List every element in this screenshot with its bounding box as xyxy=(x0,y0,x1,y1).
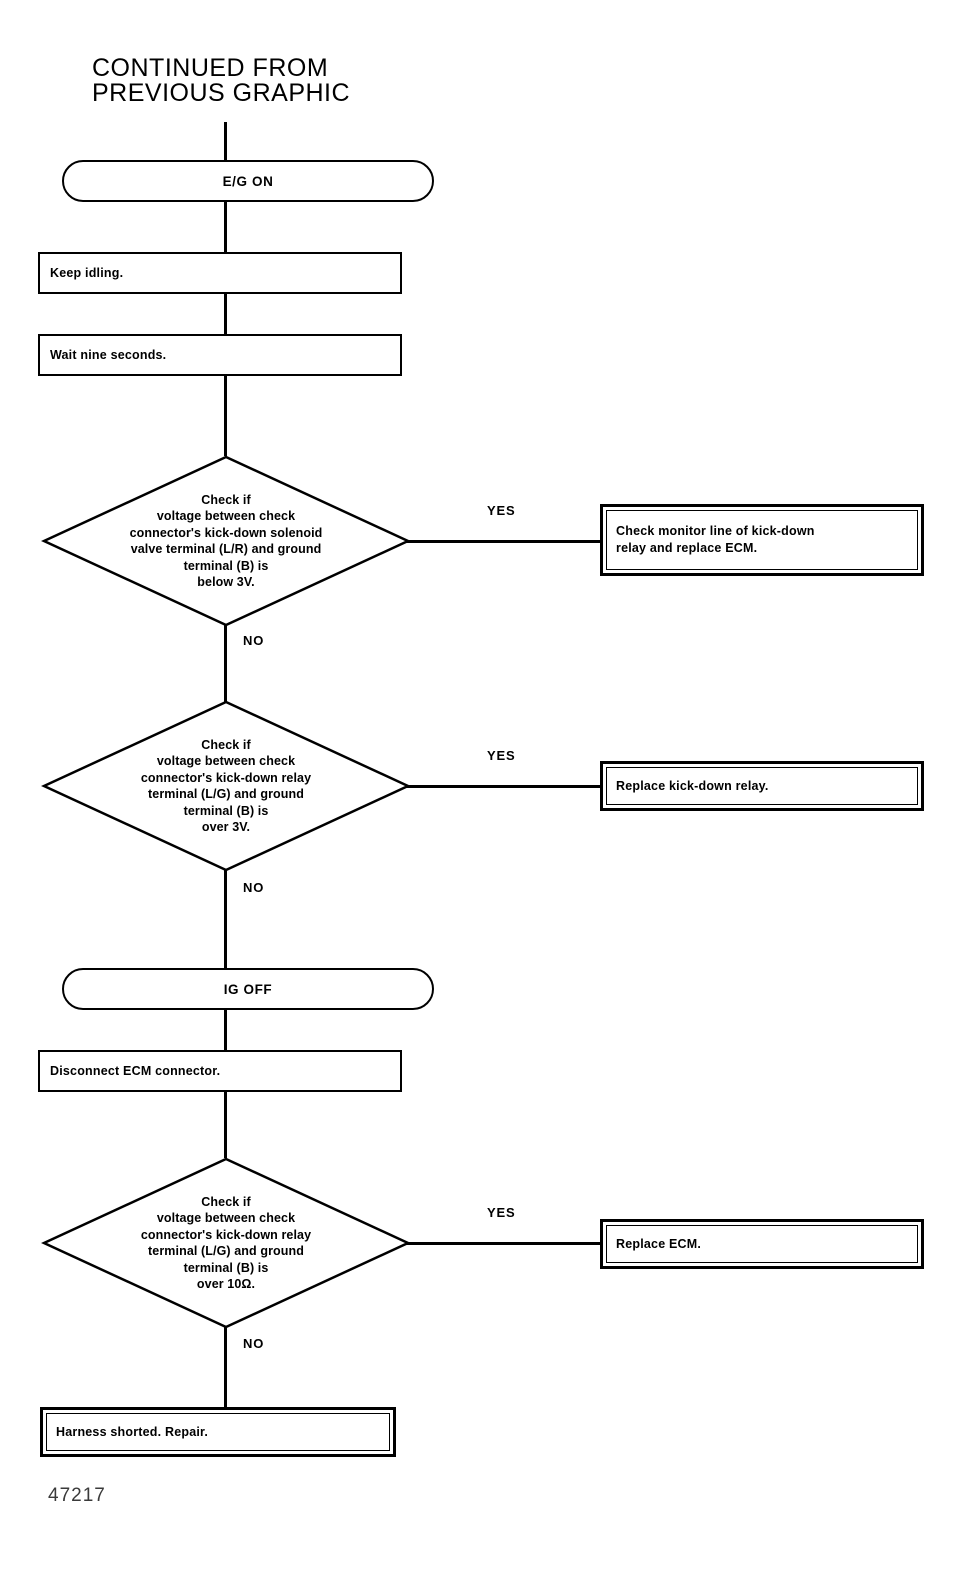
connector-ig-off-to-disconnect xyxy=(224,1008,227,1052)
process-disconnect-label: Disconnect ECM connector. xyxy=(50,1064,221,1078)
result-replace-kickdown-relay: Replace kick-down relay. xyxy=(600,761,924,811)
process-wait-nine-seconds: Wait nine seconds. xyxy=(38,334,402,376)
decision-3-label: Check if voltage between check connector… xyxy=(140,1194,312,1292)
connector-keep-idling-to-wait xyxy=(224,292,227,336)
page-title: CONTINUED FROM PREVIOUS GRAPHIC xyxy=(92,54,351,107)
result-2-label: Replace kick-down relay. xyxy=(616,778,769,793)
result-replace-ecm: Replace ECM. xyxy=(600,1219,924,1269)
branch-label-no-2: NO xyxy=(243,880,265,895)
figure-number: 47217 xyxy=(48,1485,106,1506)
decision-1-label: Check if voltage between check connector… xyxy=(129,492,323,590)
connector-disconnect-to-decision-3 xyxy=(224,1090,227,1158)
decision-resistance-kickdown-relay: Check if voltage between check connector… xyxy=(41,1157,411,1329)
process-keep-idling-label: Keep idling. xyxy=(50,266,124,280)
branch-label-no-1: NO xyxy=(243,633,265,648)
connector-decision-3-yes xyxy=(406,1242,602,1245)
connector-start-to-keep-idling xyxy=(224,200,227,254)
connector-decision-2-yes xyxy=(406,785,602,788)
harness-label: Harness shorted. Repair. xyxy=(56,1424,209,1439)
connector-wait-to-decision-1 xyxy=(224,374,227,456)
result-harness-shorted-repair: Harness shorted. Repair. xyxy=(40,1407,396,1457)
process-wait-label: Wait nine seconds. xyxy=(50,348,167,362)
process-disconnect-ecm-connector: Disconnect ECM connector. xyxy=(38,1050,402,1092)
connector-decision-2-no xyxy=(224,870,227,970)
decision-2-label: Check if voltage between check connector… xyxy=(140,737,312,835)
terminal-eg-on: E/G ON xyxy=(62,160,434,202)
terminal-eg-on-label: E/G ON xyxy=(222,173,274,189)
terminal-ig-off-label: IG OFF xyxy=(223,981,273,997)
branch-label-no-3: NO xyxy=(243,1336,265,1351)
branch-label-yes-1: YES xyxy=(487,503,516,518)
terminal-ig-off: IG OFF xyxy=(62,968,434,1010)
process-keep-idling: Keep idling. xyxy=(38,252,402,294)
result-check-monitor-line: Check monitor line of kick-down relay an… xyxy=(600,504,924,576)
decision-voltage-kickdown-relay: Check if voltage between check connector… xyxy=(41,700,411,872)
result-3-label: Replace ECM. xyxy=(616,1236,702,1251)
connector-title-to-start xyxy=(224,122,227,162)
connector-decision-1-no xyxy=(224,625,227,702)
result-1-label: Check monitor line of kick-down relay an… xyxy=(616,524,815,555)
branch-label-yes-3: YES xyxy=(487,1205,516,1220)
branch-label-yes-2: YES xyxy=(487,748,516,763)
connector-decision-3-no xyxy=(224,1327,227,1409)
decision-voltage-kickdown-solenoid: Check if voltage between check connector… xyxy=(41,455,411,627)
connector-decision-1-yes xyxy=(406,540,602,543)
